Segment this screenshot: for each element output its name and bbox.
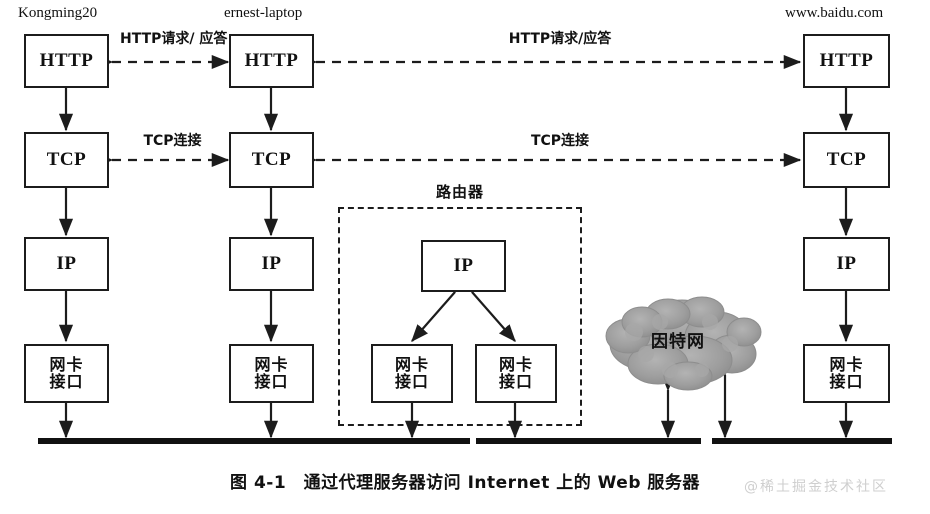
box-proxy-nic-line1: 网卡 [254,354,289,374]
box-server-ip[interactable]: IP [803,237,890,291]
box-router-nic-right-line1: 网卡 [498,354,533,374]
box-proxy-tcp[interactable]: TCP [229,132,314,188]
box-server-http[interactable]: HTTP [803,34,890,88]
box-router-ip[interactable]: IP [421,240,506,292]
arrow-router-ip-nic-left [411,275,472,342]
box-client-http[interactable]: HTTP [24,34,109,88]
box-router-nic-left-line1: 网卡 [394,354,429,374]
box-client-nic-line1: 网卡 [49,354,84,374]
host-label-client: Kongming20 [18,5,98,21]
internet-cloud-label: 因特网 [651,332,705,352]
cloud-icon [605,296,762,391]
box-router-nic-right[interactable]: 网卡 接口 [475,344,557,403]
box-server-tcp[interactable]: TCP [803,132,890,188]
box-proxy-nic[interactable]: 网卡 接口 [229,344,314,403]
box-proxy-http[interactable]: HTTP [229,34,314,88]
box-router-nic-left-line2: 接口 [394,371,429,391]
router-title: 路由器 [435,183,484,201]
link-label-http-left-line2: 应答 [199,31,228,47]
bus-segment-middle [476,438,701,444]
arrow-router-ip-nic-right [455,275,516,342]
box-client-tcp[interactable]: TCP [24,132,109,188]
box-server-nic-line1: 网卡 [829,354,864,374]
box-proxy-ip[interactable]: IP [229,237,314,291]
figure-caption: 图 4-1 通过代理服务器访问 Internet 上的 Web 服务器 [230,473,700,493]
box-client-nic[interactable]: 网卡 接口 [24,344,109,403]
box-router-nic-right-line2: 接口 [498,371,533,391]
internet-cloud [598,292,768,397]
box-client-ip[interactable]: IP [24,237,109,291]
link-label-http-left: HTTP请求/ 应答 [120,31,228,47]
link-label-http-right: HTTP请求/应答 [508,31,612,47]
box-client-nic-line2: 接口 [49,371,84,391]
link-label-tcp-left: TCP连接 [143,133,202,149]
box-server-nic-line2: 接口 [829,371,864,391]
router-region [338,207,582,426]
link-label-http-left-line1: HTTP请求/ [120,31,195,47]
host-label-proxy: ernest-laptop [224,5,303,21]
host-label-server: www.baidu.com [785,5,884,21]
box-router-nic-left[interactable]: 网卡 接口 [371,344,453,403]
box-proxy-nic-line2: 接口 [254,371,289,391]
bus-segment-right [712,438,892,444]
bus-segment-left [38,438,470,444]
link-label-tcp-right: TCP连接 [530,133,590,149]
watermark: @稀土掘金技术社区 [744,479,888,495]
box-server-nic[interactable]: 网卡 接口 [803,344,890,403]
